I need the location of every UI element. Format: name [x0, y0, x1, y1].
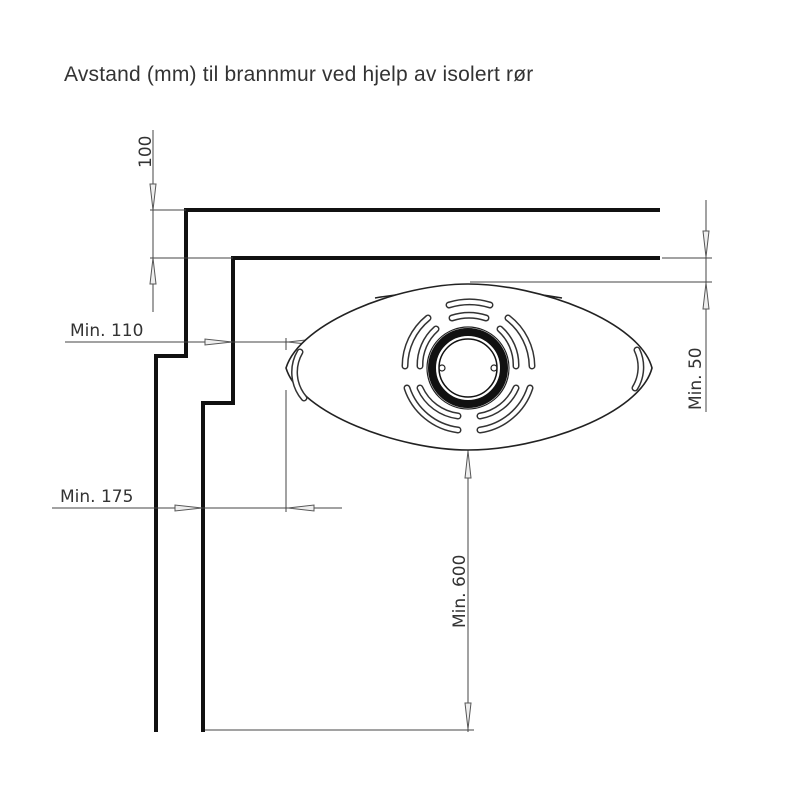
arrow-right-icon [204, 338, 233, 346]
dimension-label: 100 [136, 136, 156, 168]
arrow-down-icon [702, 230, 710, 258]
dimension-min-600: Min. 600 [205, 450, 474, 732]
dimension-label: Min. 175 [60, 487, 133, 507]
arrow-up-icon [464, 450, 472, 479]
dimension-100: 100 [136, 130, 233, 312]
arrow-right-icon [174, 504, 203, 512]
dimension-min-175: Min. 175 [52, 487, 342, 512]
dimension-label: Min. 110 [70, 321, 143, 341]
outer-wall [154, 208, 660, 732]
vent-slots [401, 298, 536, 434]
arrow-down-icon [464, 702, 472, 730]
arrow-up-icon [702, 282, 710, 310]
stove-top-view [285, 283, 653, 451]
flue-collar [426, 326, 510, 410]
dimension-label: Min. 600 [450, 555, 470, 628]
firewall [201, 256, 660, 732]
dimension-min-110: Min. 110 [65, 321, 342, 512]
arrow-up-icon [149, 257, 157, 285]
diagram-title: Avstand (mm) til brannmur ved hjelp av i… [64, 63, 534, 86]
arrow-left-icon [287, 504, 315, 512]
arrow-down-icon [149, 183, 157, 211]
dimension-min-50: Min. 50 [470, 200, 712, 412]
dimension-label: Min. 50 [686, 347, 706, 410]
